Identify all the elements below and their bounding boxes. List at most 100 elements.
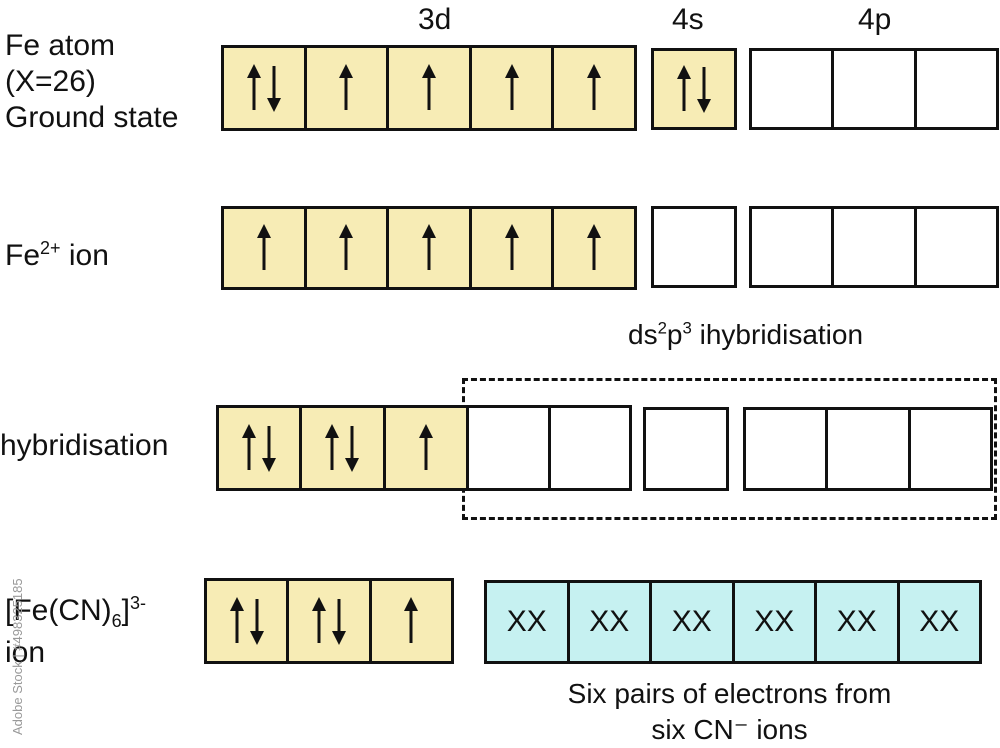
spin-up-arrow-icon [339,224,354,270]
electron-arrows [586,64,602,112]
ground-4p-row [749,48,999,130]
orbital-box [828,410,911,488]
electron-arrows [676,65,712,113]
ligand-electron-pair: XX [899,583,979,661]
fe2-4p-row [749,206,999,288]
spin-up-arrow-icon [256,224,271,270]
header-4p: 4p [858,3,892,36]
hybridisation-label: hybridisation [0,429,169,462]
electron-arrows [504,64,520,112]
hyb-sup1: 2 [657,318,667,338]
hyb-sup2: 3 [682,318,692,338]
fe2-charge: 2+ [40,238,61,258]
orbital-box [554,48,634,128]
electron-arrows [586,224,602,272]
fe2-4s-row [651,206,737,288]
spin-up-arrow-icon [677,65,691,111]
orbital-box [471,48,555,128]
fe2-suffix: ion [60,239,109,272]
spin-up-arrow-icon [325,424,340,470]
ground-label-line1: Fe atom [5,29,116,62]
orbital-box [834,209,917,285]
electron-arrows [338,224,354,272]
orbital-box [306,209,390,287]
electron-arrows [241,424,277,472]
hybridisation-type-label: ds2p3 ihybridisation [628,317,863,353]
electron-arrows [403,597,419,645]
ligand-electron-pair: XX [569,583,652,661]
orbital-box [306,48,390,128]
orbital-box [910,410,990,488]
spin-up-arrow-icon [229,597,244,643]
orbital-box [834,51,917,127]
spin-up-arrow-icon [246,64,261,110]
hyb-4p-row [743,407,993,491]
spin-up-arrow-icon [421,224,436,270]
complex-charge: 3- [130,593,147,613]
electron-arrows [421,64,437,112]
hyb-ds: ds [628,319,658,350]
orbital-box [916,209,996,285]
spin-up-arrow-icon [418,424,433,470]
watermark-text: Adobe Stock | #498325185 [10,578,25,735]
spin-up-arrow-icon [587,64,602,110]
ground-3d-row [221,45,637,131]
spin-up-arrow-icon [404,597,419,643]
spin-down-arrow-icon [331,599,346,645]
ground-label-line2: (X=26) [5,65,96,98]
header-3d: 3d [418,3,452,36]
six-pairs-caption: Six pairs of electrons from six CN⁻ ions [527,676,932,748]
electron-arrows [229,597,265,645]
orbital-box [302,408,386,488]
complex-open: [Fe(CN) [5,594,112,627]
orbital-box [207,581,290,661]
electron-arrows [324,424,360,472]
complex-ion-label: [Fe(CN)6]3- ion [5,593,146,671]
ligand-electron-pair: XX [652,583,735,661]
spin-up-arrow-icon [587,224,602,270]
orbital-box [752,209,835,285]
orbital-box [746,410,829,488]
fe2-3d-row [221,206,637,290]
orbital-box [389,209,472,287]
electron-arrows [311,597,347,645]
spin-up-arrow-icon [421,64,436,110]
header-4s: 4s [672,3,704,36]
complex-close: ] [121,594,131,627]
ligand-electron-pair: XX [487,583,570,661]
electron-arrows [338,64,354,112]
hyb-p: p [666,319,683,350]
ground-4s-row [651,48,737,130]
orbital-box [371,581,451,661]
hyb-3d-filled [219,408,466,488]
electron-arrows [418,424,434,472]
hyb-4s-row [643,407,729,491]
complex-sub: 6 [111,611,122,631]
spin-up-arrow-icon [242,424,257,470]
ligand-electron-pair: XX [734,583,817,661]
orbital-box [471,209,555,287]
six-pairs-line2: six CN⁻ ions [651,714,808,745]
orbital-box [469,408,551,488]
complex-line2: ion [5,636,46,669]
orbital-box [224,209,307,287]
orbital-box [654,51,734,127]
fe2-base: Fe [5,239,41,272]
electron-arrows [256,224,272,272]
spin-down-arrow-icon [345,426,360,472]
spin-down-arrow-icon [266,66,281,112]
hyb-3d-row [216,405,632,491]
orbital-box [646,410,726,488]
ground-state-label: Fe atom (X=26) Ground state [5,28,178,136]
complex-3d-row [204,578,454,664]
spin-down-arrow-icon [249,599,264,645]
orbital-box [550,408,629,488]
orbital-box [654,209,734,285]
orbital-box [385,408,466,488]
spin-down-arrow-icon [697,67,711,113]
orbital-box [752,51,835,127]
orbital-box [219,408,303,488]
ligand-electron-pair: XX [817,583,900,661]
hyb-suffix: ihybridisation [691,319,864,350]
